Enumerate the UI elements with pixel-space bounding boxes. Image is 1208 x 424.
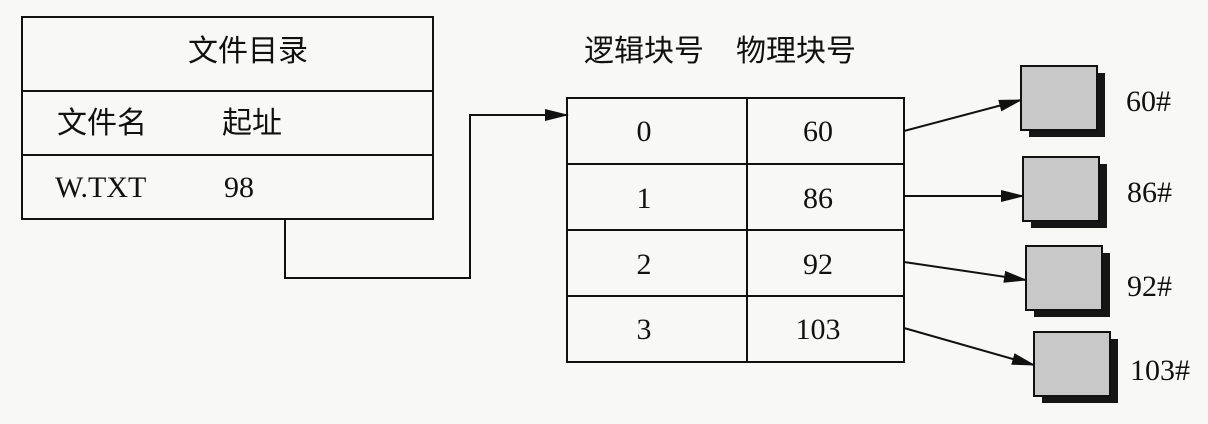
block-92-icon [1025, 245, 1110, 317]
block-label-103: 103# [1130, 354, 1190, 387]
block-label-92: 92# [1127, 270, 1172, 303]
block-60-icon [1020, 65, 1105, 137]
directory-start-addr: 98 [224, 171, 254, 204]
block-86-icon [1022, 156, 1107, 228]
directory-to-index-arrow [284, 109, 569, 279]
directory-header-name: 文件名 [57, 106, 147, 141]
directory-header-addr: 起址 [222, 106, 282, 141]
index-header-logical: 逻辑块号 [584, 34, 704, 69]
index-row-1-logical: 1 [636, 182, 652, 215]
index-row-1-physical: 86 [803, 182, 833, 215]
block-label-86: 86# [1127, 176, 1172, 209]
directory-title: 文件目录 [188, 34, 308, 69]
block-103-icon [1033, 331, 1118, 403]
directory-file-name: W.TXT [55, 171, 147, 204]
index-row-3-physical: 103 [795, 313, 841, 346]
arrow-to-block-92 [903, 261, 1028, 283]
arrow-to-block-60 [903, 99, 1023, 132]
index-header-physical: 物理块号 [736, 34, 856, 69]
index-row-0-logical: 0 [636, 115, 652, 148]
index-row-2-physical: 92 [803, 248, 833, 281]
directory-box [21, 16, 434, 220]
index-row-3-logical: 3 [636, 313, 652, 346]
arrow-to-block-103 [903, 327, 1036, 366]
index-row-0-physical: 60 [803, 115, 833, 148]
block-label-60: 60# [1126, 85, 1171, 118]
index-row-2-logical: 2 [636, 248, 652, 281]
